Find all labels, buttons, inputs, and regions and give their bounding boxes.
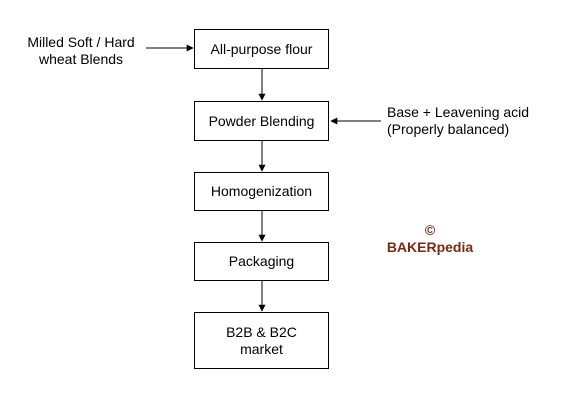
watermark-text: BAKERpedia (386, 239, 474, 255)
step-market: B2B & B2C market (194, 312, 329, 369)
step-homogenization: Homogenization (194, 172, 329, 211)
step-label: Packaging (228, 253, 295, 269)
step-label: Homogenization (210, 183, 313, 199)
step-label: B2B & B2C market (226, 323, 297, 357)
step-label: All-purpose flour (210, 40, 313, 57)
step-packaging: Packaging (194, 242, 329, 281)
step-all-purpose-flour: All-purpose flour (194, 29, 329, 69)
bakerpedia-watermark: © BAKERpedia (370, 222, 490, 256)
input-wheat-blends: Milled Soft / Hard wheat Blends (27, 34, 135, 67)
input-base-leavening-acid: Base + Leavening acid (Properly balanced… (387, 104, 530, 137)
copyright-symbol: © (424, 222, 436, 238)
step-label: Powder Blending (208, 112, 315, 129)
step-powder-blending: Powder Blending (194, 101, 329, 141)
